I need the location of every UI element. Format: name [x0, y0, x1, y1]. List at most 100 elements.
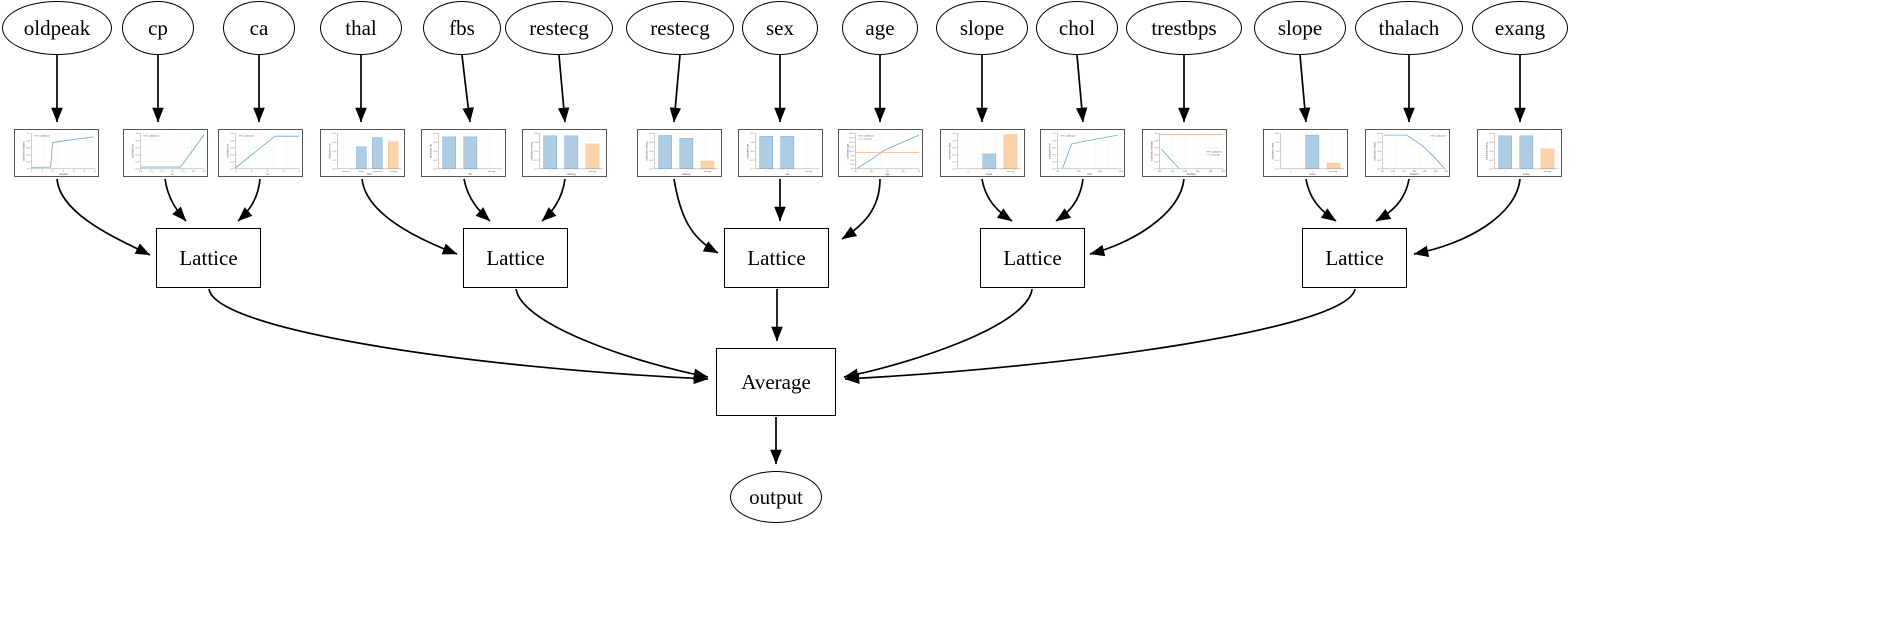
- svg-text:80: 80: [1381, 171, 1384, 173]
- average-label: Average: [741, 369, 811, 394]
- svg-text:0.0: 0.0: [1052, 169, 1056, 171]
- svg-text:1.0: 1.0: [1052, 133, 1056, 135]
- feature-node-slope-1[interactable]: slope: [936, 1, 1028, 55]
- svg-text:0.4: 0.4: [1154, 155, 1158, 157]
- svg-text:0.8: 0.8: [332, 133, 336, 135]
- feature-node-restecg-1[interactable]: restecg: [505, 1, 613, 55]
- feature-node-thal[interactable]: thal: [320, 1, 402, 55]
- svg-text:5: 5: [84, 171, 86, 173]
- svg-text:age: age: [885, 173, 890, 176]
- feature-label: chol: [1058, 15, 1096, 40]
- feature-node-chol[interactable]: chol: [1036, 1, 1118, 55]
- feature-label: cp: [148, 15, 168, 40]
- svg-text:0: 0: [550, 171, 552, 173]
- svg-text:0.4: 0.4: [135, 155, 139, 157]
- output-node[interactable]: output: [730, 471, 822, 523]
- svg-text:0.6: 0.6: [332, 142, 336, 144]
- lattice-node-3[interactable]: Lattice: [980, 228, 1085, 288]
- svg-text:reversible: reversible: [372, 170, 382, 173]
- svg-text:0.0: 0.0: [139, 171, 143, 173]
- lattice-label: Lattice: [486, 245, 545, 270]
- feature-node-fbs[interactable]: fbs: [423, 1, 501, 55]
- svg-text:1.0: 1.0: [1154, 133, 1158, 135]
- svg-text:1: 1: [251, 171, 253, 173]
- feature-node-oldpeak[interactable]: oldpeak: [2, 1, 112, 55]
- svg-text:0.6: 0.6: [1377, 142, 1381, 144]
- svg-text:0.8: 0.8: [534, 133, 538, 135]
- feature-node-thalach[interactable]: thalach: [1355, 1, 1463, 55]
- lattice-node-0[interactable]: Lattice: [156, 228, 261, 288]
- svg-text:0.0: 0.0: [135, 169, 139, 171]
- feature-label: slope: [959, 15, 1005, 40]
- feature-label: slope: [1277, 15, 1323, 40]
- feature-node-exang[interactable]: exang: [1472, 1, 1568, 55]
- svg-text:0.0: 0.0: [1377, 169, 1381, 171]
- svg-text:0.2: 0.2: [750, 160, 754, 162]
- feature-node-restecg-2[interactable]: restecg: [626, 1, 734, 55]
- svg-text:0.4: 0.4: [952, 155, 956, 157]
- svg-text:restecg: restecg: [682, 173, 691, 176]
- lattice-node-2[interactable]: Lattice: [724, 228, 829, 288]
- svg-text:0.0: 0.0: [433, 169, 437, 171]
- svg-text:0: 0: [235, 171, 237, 173]
- svg-text:1.0: 1.0: [135, 133, 139, 135]
- svg-text:180: 180: [1434, 171, 1439, 173]
- lattice-node-1[interactable]: Lattice: [463, 228, 568, 288]
- svg-text:calibrated slope: calibrated slope: [1271, 142, 1274, 159]
- svg-text:missing: missing: [805, 171, 813, 173]
- average-node[interactable]: Average: [716, 348, 836, 416]
- svg-text:0: 0: [449, 171, 451, 173]
- svg-text:missing: missing: [389, 171, 397, 173]
- svg-text:0.8: 0.8: [649, 133, 653, 135]
- feature-node-slope-2[interactable]: slope: [1254, 1, 1346, 55]
- svg-text:0.2: 0.2: [534, 160, 538, 162]
- svg-text:calibrated restecg: calibrated restecg: [645, 141, 648, 161]
- svg-text:0.2: 0.2: [1275, 160, 1279, 162]
- svg-text:400: 400: [1098, 171, 1103, 173]
- svg-text:ca: ca: [266, 173, 269, 176]
- feature-node-cp[interactable]: cp: [122, 1, 194, 55]
- svg-text:0.8: 0.8: [1052, 140, 1056, 142]
- svg-text:0.6: 0.6: [649, 142, 653, 144]
- svg-text:120: 120: [1170, 171, 1175, 173]
- feature-label: sex: [766, 15, 794, 40]
- lattice-node-4[interactable]: Lattice: [1302, 228, 1407, 288]
- svg-text:calibrated restecg: calibrated restecg: [530, 141, 533, 161]
- svg-text:1: 1: [42, 171, 44, 173]
- svg-text:0.2: 0.2: [1377, 160, 1381, 162]
- feature-node-ca[interactable]: ca: [223, 1, 295, 55]
- feature-node-trestbps[interactable]: trestbps: [1126, 1, 1242, 55]
- svg-text:0.0: 0.0: [1154, 169, 1158, 171]
- svg-text:0.8: 0.8: [1275, 133, 1279, 135]
- feature-node-age[interactable]: age: [842, 1, 918, 55]
- svg-text:thalach: thalach: [1410, 173, 1419, 176]
- svg-text:exang: exang: [1523, 173, 1530, 176]
- svg-text:20.0: 20.0: [849, 133, 854, 135]
- svg-text:0.2: 0.2: [332, 160, 336, 162]
- svg-text:0.4: 0.4: [750, 151, 754, 153]
- svg-text:0.2: 0.2: [952, 162, 956, 164]
- svg-text:0.8: 0.8: [26, 140, 30, 142]
- feature-node-sex[interactable]: sex: [742, 1, 818, 55]
- svg-text:0.8: 0.8: [135, 140, 139, 142]
- svg-text:2.5: 2.5: [192, 171, 196, 173]
